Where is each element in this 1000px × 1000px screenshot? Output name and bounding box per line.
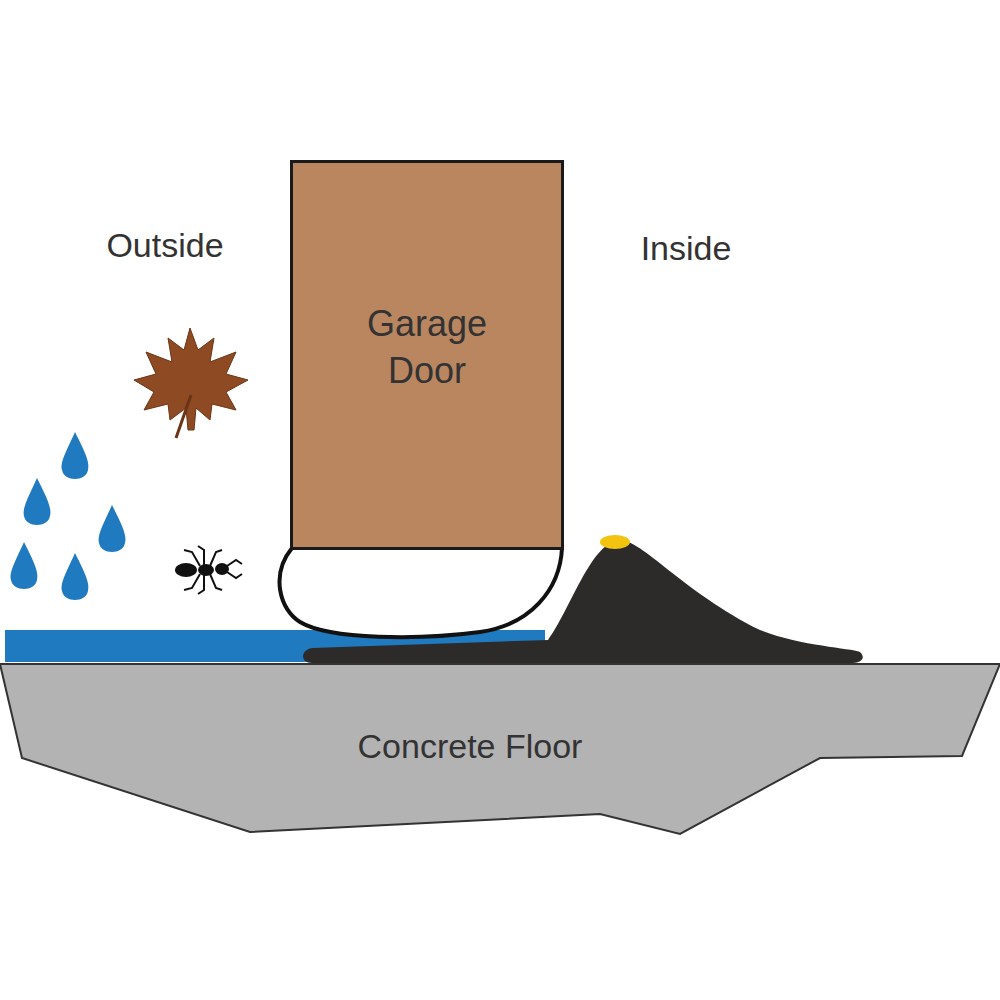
yellow-dot bbox=[600, 535, 630, 549]
bulb-seal bbox=[280, 548, 562, 637]
leaf bbox=[134, 328, 248, 430]
garage-door: Garage Door bbox=[290, 160, 564, 550]
door-label: Garage Door bbox=[342, 301, 512, 395]
concrete-floor: Concrete Floor bbox=[0, 662, 1000, 842]
raindrops bbox=[11, 432, 126, 600]
floor-shape bbox=[0, 664, 1000, 834]
side-label: Inside bbox=[641, 229, 732, 268]
leaf-stem bbox=[176, 395, 191, 438]
floor-label: Concrete Floor bbox=[358, 727, 583, 766]
side-label: Outside bbox=[106, 226, 223, 265]
ant bbox=[176, 546, 242, 594]
